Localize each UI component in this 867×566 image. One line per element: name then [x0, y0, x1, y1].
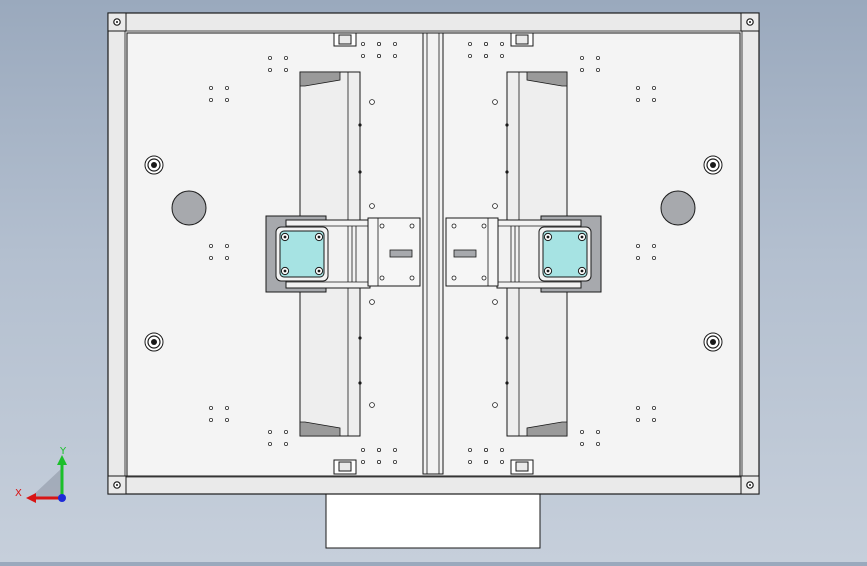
- bottom-notches: [333, 459, 534, 475]
- top-notches: [333, 32, 534, 47]
- corner-bolt-top-left: [107, 12, 127, 32]
- left-clamp-module: [265, 71, 421, 437]
- right-clamp-module: [445, 71, 602, 437]
- lower-block: [325, 493, 541, 549]
- corner-bolt-bottom-left: [107, 475, 127, 495]
- center-rail: [422, 32, 444, 475]
- mount-hole-right-lower: [703, 332, 723, 352]
- corner-bolt-bottom-right: [740, 475, 760, 495]
- mount-hole-left-upper: [144, 155, 164, 175]
- mount-hole-right-upper: [703, 155, 723, 175]
- z-axis-dot: [58, 494, 66, 502]
- orientation-triad[interactable]: Y X: [15, 446, 67, 503]
- right-sight-window: [542, 230, 588, 278]
- triad-plane: [30, 468, 62, 498]
- x-axis-label: X: [15, 488, 22, 499]
- corner-bolt-top-right: [740, 12, 760, 32]
- y-axis-label: Y: [59, 446, 67, 457]
- circular-pad-left: [171, 190, 207, 226]
- circular-pad-right: [660, 190, 696, 226]
- left-sight-window: [279, 230, 325, 278]
- mount-hole-left-lower: [144, 332, 164, 352]
